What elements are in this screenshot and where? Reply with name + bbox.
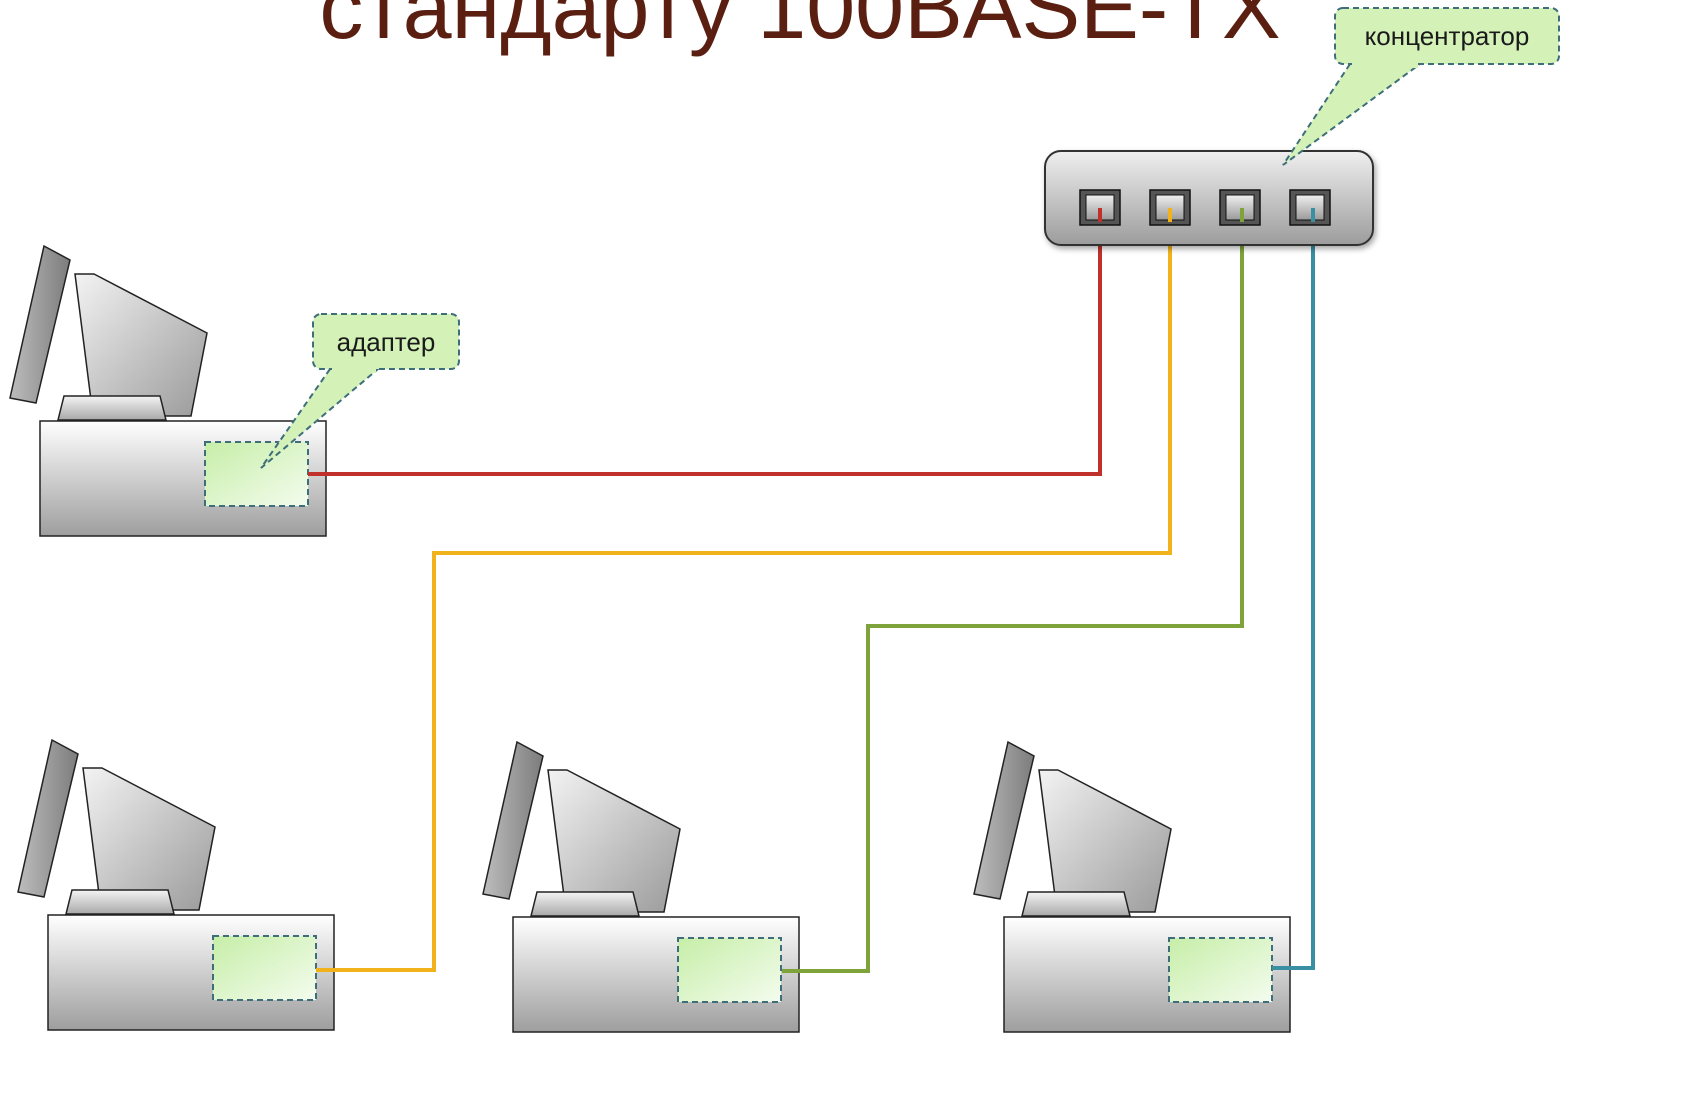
computer-1 [9,245,327,537]
adapter-2 [212,935,317,1001]
hub [1044,150,1374,246]
adapter-1 [204,441,309,507]
slide-title: стандарту 100BASE-TX [319,0,1280,57]
cable-yellow [316,212,1172,972]
computer-2 [17,739,335,1031]
monitor-2 [17,739,216,915]
adapter-4 [1168,937,1273,1003]
cable-red [308,212,1102,476]
hub-callout: концентратор [1282,7,1560,166]
monitor-3 [482,741,681,917]
computer-4 [973,741,1291,1033]
cable-green [782,212,1244,973]
monitor-4 [973,741,1172,917]
adapter-3 [677,937,782,1003]
adapter-callout-label: адаптер [337,327,436,357]
adapter-callout: адаптер [260,313,460,469]
hub-callout-label: концентратор [1365,21,1530,51]
hub-port-4 [1289,189,1331,226]
cable-blue [1272,212,1315,970]
computer-3 [482,741,800,1033]
monitor-1 [9,245,208,421]
